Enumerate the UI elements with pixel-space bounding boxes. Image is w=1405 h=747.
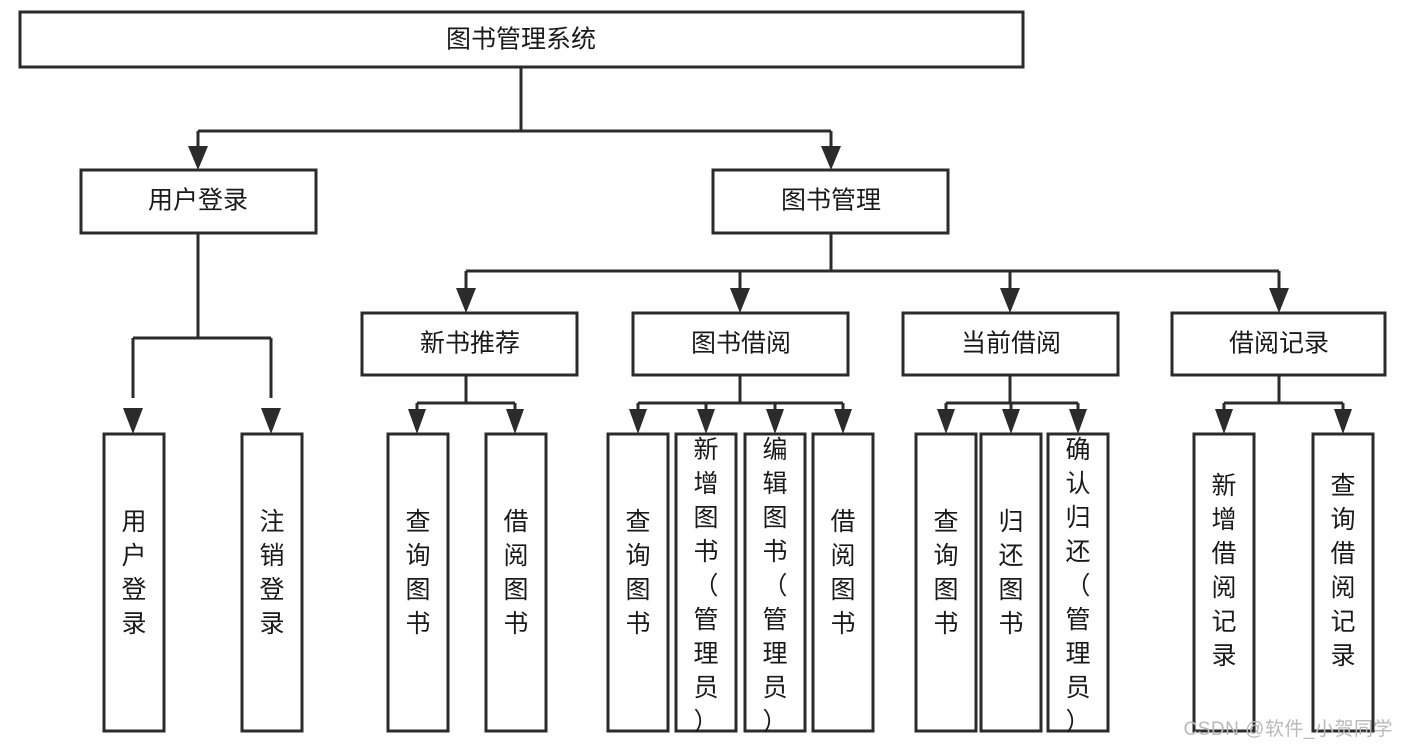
arrowhead-leaf-return-book <box>1002 409 1020 434</box>
node-book-borrow-label: 图书借阅 <box>691 330 791 358</box>
arrowhead-leaf-logout <box>261 408 281 434</box>
node-new-book-rec[interactable]: 新书推荐 <box>360 311 579 377</box>
connector-userlogin-to-leaves <box>131 233 273 398</box>
node-book-manage-box[interactable] <box>711 168 950 235</box>
connector-currentborrow-to-leaves <box>944 375 1080 410</box>
node-book-borrow[interactable]: 图书借阅 <box>631 311 850 377</box>
node-book-manage[interactable]: 图书管理 <box>711 168 950 235</box>
arrowhead-leaf-edit-book <box>766 409 784 434</box>
arrowhead-leaf-confirm-return <box>1069 409 1087 434</box>
node-leaf-query-book-1-label: 查询图书 <box>405 508 430 638</box>
arrowhead-book-manage <box>821 146 841 170</box>
node-book-borrow-box[interactable] <box>631 311 850 377</box>
node-leaf-confirm-return[interactable]: 确认归还（管理员） <box>1046 432 1110 736</box>
node-user-login-label: 用户登录 <box>148 187 248 215</box>
node-leaf-query-book-1[interactable]: 查询图书 <box>386 432 450 733</box>
connector-borrowrecord-to-leaves <box>1222 375 1345 410</box>
arrowhead-book-borrow <box>730 288 750 313</box>
node-leaf-return-book-label: 归还图书 <box>998 508 1023 638</box>
node-root[interactable]: 图书管理系统 <box>18 10 1025 69</box>
node-leaf-query-book-2-label: 查询图书 <box>625 508 650 638</box>
node-leaf-add-book[interactable]: 新增图书（管理员） <box>674 432 738 736</box>
node-leaf-user-login-label: 用户登录 <box>121 508 146 638</box>
node-book-manage-label: 图书管理 <box>781 187 881 215</box>
node-leaf-user-login-box[interactable] <box>102 432 166 733</box>
node-root-box[interactable] <box>18 10 1025 69</box>
node-leaf-borrow-book-2[interactable]: 借阅图书 <box>811 432 875 733</box>
node-leaf-edit-book[interactable]: 编辑图书（管理员） <box>743 432 807 736</box>
node-leaf-edit-book-label: 编辑图书（管理员） <box>762 436 787 736</box>
arrowhead-leaf-query-book-3 <box>937 409 955 434</box>
node-borrow-record-box[interactable] <box>1170 311 1387 377</box>
arrowhead-leaf-user-login <box>123 408 143 434</box>
arrowhead-leaf-add-book <box>697 409 715 434</box>
node-leaf-add-book-label: 新增图书（管理员） <box>693 436 718 736</box>
csdn-watermark: CSDN @软件_小贺同学 <box>1183 719 1393 740</box>
arrowhead-leaf-borrow-book-2 <box>834 409 852 434</box>
node-leaf-query-book-2[interactable]: 查询图书 <box>606 432 670 733</box>
arrowhead-leaf-borrow-book-1 <box>506 409 524 434</box>
node-leaf-query-record[interactable]: 查询借阅记录 <box>1311 432 1375 733</box>
node-borrow-record-label: 借阅记录 <box>1229 330 1329 358</box>
node-leaf-borrow-book-1-label: 借阅图书 <box>503 508 528 638</box>
node-leaf-add-record-box[interactable] <box>1192 432 1256 733</box>
connector-bookborrow-to-leaves <box>636 375 845 410</box>
node-leaf-edit-book-box[interactable] <box>743 432 807 733</box>
arrowhead-leaf-query-book-1 <box>408 409 426 434</box>
node-current-borrow-box[interactable] <box>901 311 1120 377</box>
node-new-book-rec-box[interactable] <box>360 311 579 377</box>
node-leaf-logout-box[interactable] <box>240 432 304 733</box>
node-leaf-borrow-book-1-box[interactable] <box>484 432 548 733</box>
node-leaf-query-book-3-box[interactable] <box>914 432 978 733</box>
node-leaf-borrow-book-2-box[interactable] <box>811 432 875 733</box>
arrowhead-borrow-record <box>1269 288 1289 313</box>
node-leaf-logout-label: 注销登录 <box>259 508 284 638</box>
node-leaf-confirm-return-label: 确认归还（管理员） <box>1065 436 1090 736</box>
arrowhead-leaf-query-book-2 <box>629 409 647 434</box>
node-root-label: 图书管理系统 <box>446 26 596 54</box>
node-leaf-add-record[interactable]: 新增借阅记录 <box>1192 432 1256 733</box>
node-leaf-query-book-3-label: 查询图书 <box>933 508 958 638</box>
node-leaf-query-book-1-box[interactable] <box>386 432 450 733</box>
arrowhead-leaf-add-record <box>1215 409 1233 434</box>
node-leaf-borrow-book-1[interactable]: 借阅图书 <box>484 432 548 733</box>
node-current-borrow[interactable]: 当前借阅 <box>901 311 1120 377</box>
node-leaf-user-login[interactable]: 用户登录 <box>102 432 166 733</box>
node-leaf-query-record-box[interactable] <box>1311 432 1375 733</box>
arrowhead-leaf-query-record <box>1334 409 1352 434</box>
node-user-login-box[interactable] <box>79 168 318 235</box>
arrowhead-current-borrow <box>1000 288 1020 313</box>
connector-root-to-level1 <box>196 67 833 150</box>
connector-bookmanage-to-level2 <box>464 233 1281 292</box>
node-new-book-rec-label: 新书推荐 <box>420 330 520 358</box>
arrowhead-new-book-rec <box>456 288 476 313</box>
node-current-borrow-label: 当前借阅 <box>961 330 1061 358</box>
node-user-login[interactable]: 用户登录 <box>79 168 318 235</box>
node-leaf-borrow-book-2-label: 借阅图书 <box>830 508 855 638</box>
node-leaf-query-record-label: 查询借阅记录 <box>1330 472 1355 670</box>
node-leaf-return-book-box[interactable] <box>979 432 1043 733</box>
node-borrow-record[interactable]: 借阅记录 <box>1170 311 1387 377</box>
node-leaf-add-record-label: 新增借阅记录 <box>1211 472 1236 670</box>
node-leaf-query-book-3[interactable]: 查询图书 <box>914 432 978 733</box>
node-leaf-add-book-box[interactable] <box>674 432 738 733</box>
node-leaf-logout[interactable]: 注销登录 <box>240 432 304 733</box>
arrowhead-user-login <box>188 146 208 170</box>
node-leaf-confirm-return-box[interactable] <box>1046 432 1110 733</box>
node-leaf-query-book-2-box[interactable] <box>606 432 670 733</box>
node-leaf-return-book[interactable]: 归还图书 <box>979 432 1043 733</box>
connector-newbookrec-to-leaves <box>415 375 517 410</box>
